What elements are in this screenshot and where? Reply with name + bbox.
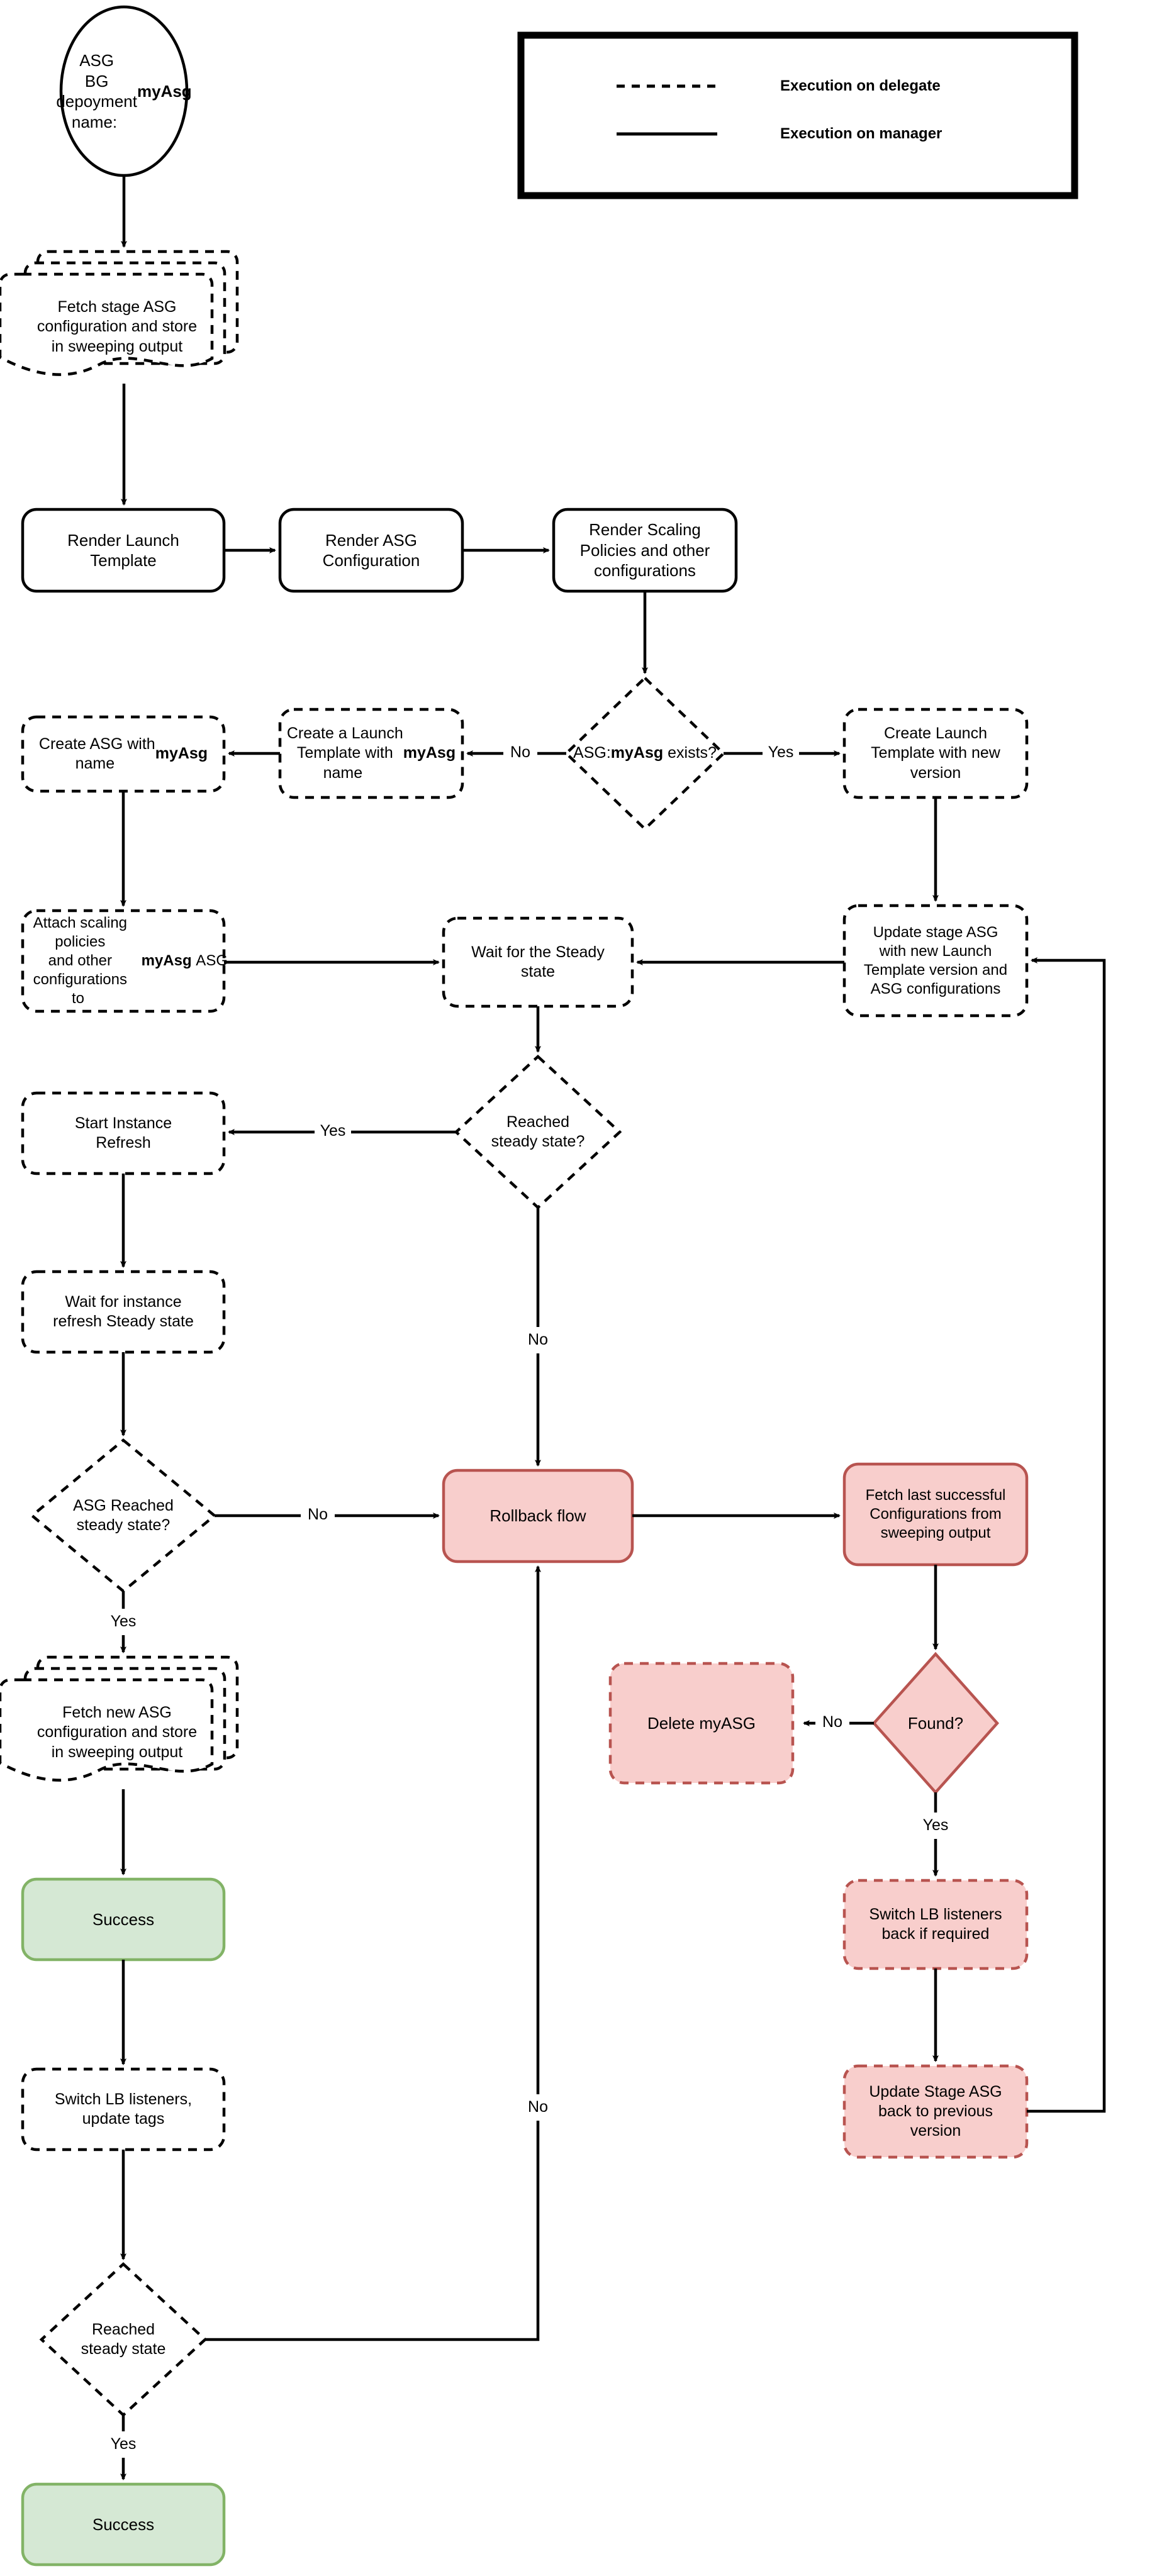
edge-label-no-asg-reached: No (301, 1502, 335, 1528)
edge-label-yes-reached-2: Yes (105, 2431, 142, 2458)
node-asg-reached-shape (30, 1438, 217, 1593)
node-switch-lb-tags-shape (21, 2067, 226, 2151)
node-render-asg-shape (278, 508, 464, 593)
node-wait-refresh-shape (21, 1270, 226, 1354)
node-create-lt-new-shape (842, 708, 1029, 799)
node-success-1-shape (21, 1877, 226, 1962)
edge-label-yes-asg-reached: Yes (105, 1609, 142, 1635)
node-start-refresh-shape (21, 1091, 226, 1175)
edge-label-yes-exists: Yes (763, 740, 799, 766)
node-create-asg-name-shape (21, 715, 226, 793)
legend-label-manager: Execution on manager (780, 125, 942, 142)
edge-label-no-steady-1: No (520, 1327, 556, 1353)
edge-label-no-found: No (815, 1709, 849, 1736)
node-reached-steady-1-shape (454, 1054, 622, 1210)
edge-label-no-exists: No (503, 740, 537, 766)
node-switch-lb-back-shape (842, 1879, 1029, 1970)
node-render-scaling-shape (552, 508, 738, 593)
node-fetch-stage-shape (0, 250, 239, 376)
edge-updateback-to-updatestage (1027, 957, 1106, 2113)
legend-box (517, 31, 1078, 199)
node-success-2-shape (21, 2482, 226, 2567)
node-fetch-new-asg-shape (0, 1655, 239, 1782)
edge-label-no-reached-2: No (520, 2094, 556, 2121)
node-delete-myasg-shape (608, 1662, 795, 1785)
node-rollback-flow-shape (442, 1468, 634, 1563)
node-attach-policies-shape (21, 909, 226, 1013)
node-create-lt-name-shape (278, 708, 464, 799)
node-fetch-last-shape (842, 1462, 1029, 1567)
node-start-shape (59, 5, 189, 177)
node-update-stage-asg-shape (842, 904, 1029, 1018)
legend-label-delegate: Execution on delegate (780, 77, 941, 94)
node-reached-steady-2-shape (39, 2262, 208, 2418)
node-asg-exists-shape (564, 675, 726, 831)
node-render-launch-shape (21, 508, 226, 593)
node-found-shape (871, 1652, 1000, 1795)
edge-reached2-no-rollback (205, 1565, 541, 2341)
node-wait-steady-shape (442, 916, 634, 1008)
edge-label-yes-steady-1: Yes (315, 1118, 351, 1145)
edge-label-yes-found: Yes (917, 1813, 954, 1839)
node-update-back-shape (842, 2064, 1029, 2159)
